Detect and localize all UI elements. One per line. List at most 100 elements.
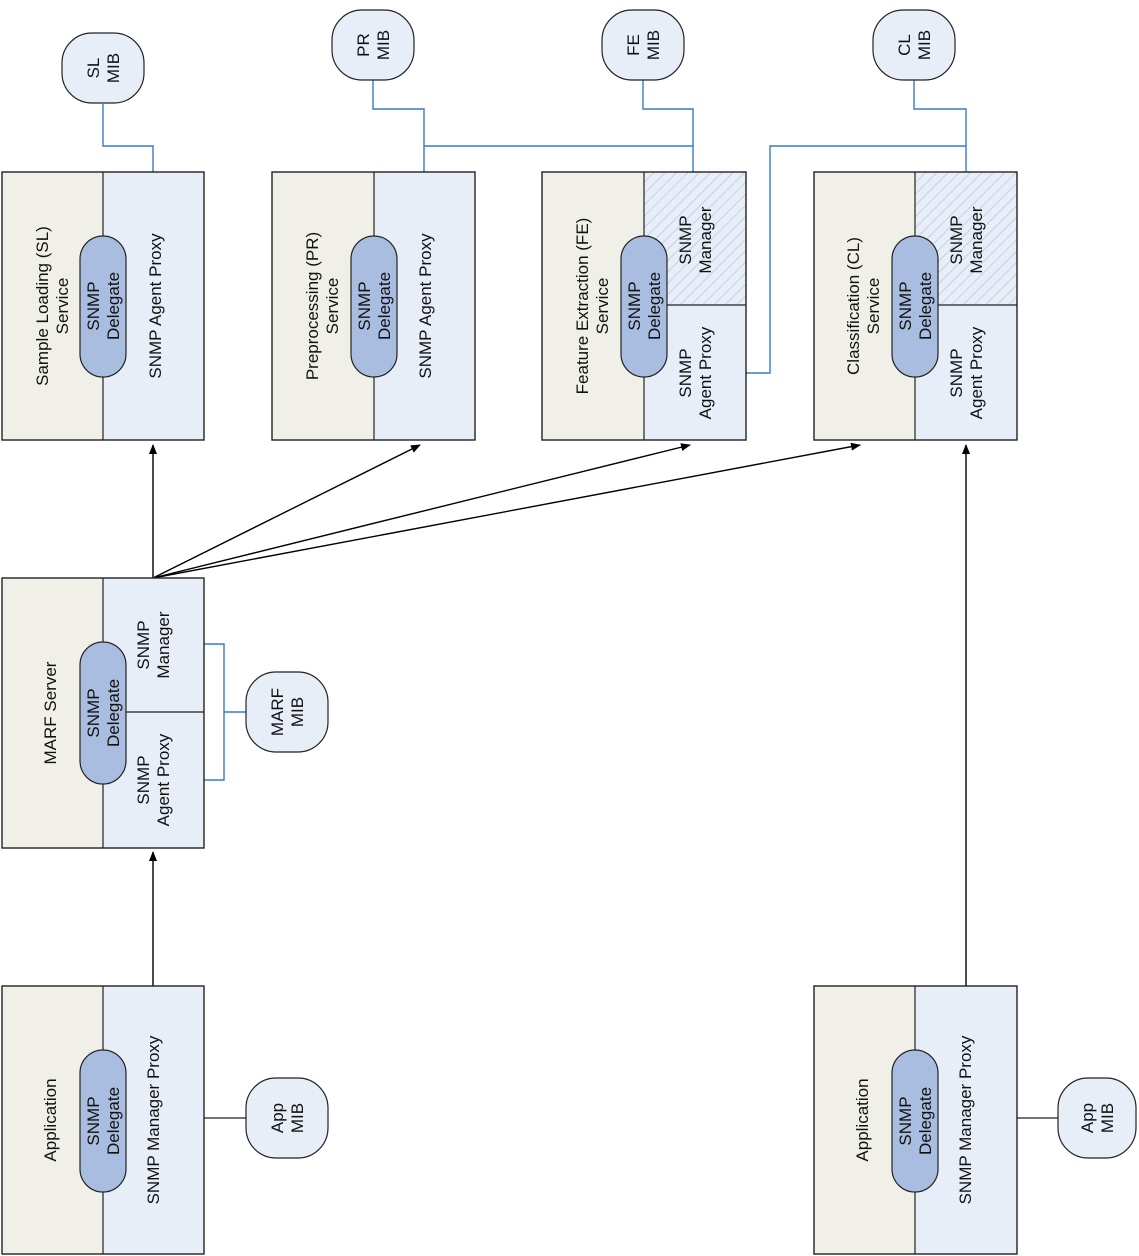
marf-delegate: SNMPDelegate (79, 641, 127, 785)
label-line: SNMP (355, 281, 374, 330)
label-line: SNMP (84, 1096, 103, 1145)
label-line: PR (354, 33, 373, 57)
marf-server-box: MARF Server SNMPDelegate SNMPManager SNM… (1, 577, 205, 849)
label-line: SL (84, 58, 103, 79)
label-line: Delegate (916, 272, 935, 340)
cl-service-title: Classification (CL)Service (844, 237, 883, 375)
label-line: MIB (644, 30, 663, 60)
cl-delegate: SNMPDelegate (891, 235, 939, 378)
app1-manager-proxy: SNMP Manager Proxy (144, 1035, 163, 1204)
label-line: Service (593, 278, 612, 335)
label-line: Manager (154, 611, 173, 678)
marf-agent-proxy: SNMPAgent Proxy (134, 733, 173, 826)
label-line: Feature Extraction (FE) (573, 218, 592, 395)
label-line: Service (323, 278, 342, 335)
pr-mib: PRMIB (331, 9, 415, 81)
pr-service-title: Preprocessing (PR)Service (303, 232, 342, 380)
request-arrows (149, 442, 970, 986)
fe-delegate-label: SNMPDelegate (625, 272, 664, 340)
fe-delegate: SNMPDelegate (620, 235, 668, 378)
label-line: SNMP (676, 348, 695, 397)
label-line: Delegate (375, 272, 394, 340)
label-line: Service (864, 278, 883, 335)
label-line: Delegate (104, 272, 123, 340)
marf-mib-connector (204, 643, 225, 781)
pr-agent-proxy: SNMP Agent Proxy (416, 233, 435, 379)
label-line: MIB (104, 53, 123, 83)
pr-mib-label: PRMIB (354, 30, 393, 60)
app1-box: Application SNMPDelegate SNMP Manager Pr… (1, 985, 205, 1255)
label-line: Manager (967, 206, 986, 273)
app2-delegate: SNMPDelegate (891, 1049, 939, 1193)
label-line: App (268, 1103, 287, 1133)
pr-service-box: Preprocessing (PR)Service SNMPDelegate S… (271, 171, 476, 441)
label-line: SNMP (896, 1096, 915, 1145)
cl-service-box: Classification (CL)Service SNMPDelegate … (813, 171, 1018, 441)
marf-snmp-manager: SNMPManager (134, 611, 173, 678)
app2-mib: AppMIB (1057, 1077, 1137, 1159)
app2-delegate-label: SNMPDelegate (896, 1087, 935, 1155)
label-line: Agent Proxy (154, 733, 173, 826)
label-line: Application (41, 1078, 60, 1161)
sl-delegate: SNMPDelegate (79, 235, 127, 378)
label-line: SNMP (947, 348, 966, 397)
label-line: MARF Server (41, 661, 60, 764)
label-line: MIB (374, 30, 393, 60)
fe-mib-label: FEMIB (624, 30, 663, 60)
label-line: SNMP (676, 215, 695, 264)
app1-delegate-label: SNMPDelegate (84, 1087, 123, 1155)
marf-to-pr-arrow (152, 444, 421, 579)
label-line: Service (53, 278, 72, 335)
label-line: Classification (CL) (844, 237, 863, 375)
app1-title: Application (41, 1078, 60, 1161)
fe-service-title: Feature Extraction (FE)Service (573, 218, 612, 395)
app2-manager-proxy: SNMP Manager Proxy (956, 1035, 975, 1204)
fe-service-box: Feature Extraction (FE)Service SNMPDeleg… (541, 171, 747, 441)
fe-agent-proxy: SNMPAgent Proxy (676, 326, 715, 419)
pr-delegate: SNMPDelegate (350, 235, 398, 378)
label-line: SNMP Manager Proxy (144, 1035, 163, 1204)
label-line: Application (853, 1078, 872, 1161)
label-line: SNMP Agent Proxy (146, 233, 165, 379)
label-line: Manager (696, 206, 715, 273)
cl-agent-proxy: SNMPAgent Proxy (947, 326, 986, 419)
marf-mib-label: MARFMIB (268, 688, 307, 736)
label-line: SNMP (896, 281, 915, 330)
fe-proxy-cl-connector (746, 145, 967, 374)
cl-mib-label: CLMIB (895, 30, 934, 60)
label-line: FE (624, 34, 643, 56)
marf-delegate-label: SNMPDelegate (84, 679, 123, 747)
sl-service-box: Sample Loading (SL)Service SNMPDelegate … (1, 171, 205, 441)
app2-title: Application (853, 1078, 872, 1161)
label-line: SNMP (625, 281, 644, 330)
label-line: SNMP Agent Proxy (416, 233, 435, 379)
pr-delegate-label: SNMPDelegate (355, 272, 394, 340)
label-line: Delegate (916, 1087, 935, 1155)
marf-to-fe-arrow (152, 443, 691, 579)
sl-service-title: Sample Loading (SL)Service (33, 226, 72, 386)
mib-connectors (102, 80, 967, 781)
marf-to-cl-arrow (152, 442, 861, 579)
label-line: Delegate (645, 272, 664, 340)
cl-delegate-label: SNMPDelegate (896, 272, 935, 340)
sl-delegate-label: SNMPDelegate (84, 272, 123, 340)
fe-mib: FEMIB (601, 9, 685, 81)
label-line: SNMP (84, 688, 103, 737)
cl-mib: CLMIB (872, 9, 956, 81)
label-line: SNMP (134, 755, 153, 804)
label-line: SNMP (84, 281, 103, 330)
label-line: MIB (1098, 1103, 1117, 1133)
sl-mib: SLMIB (61, 32, 145, 104)
sl-mib-connector (102, 104, 154, 172)
app2-mib-label: AppMIB (1078, 1103, 1117, 1133)
label-line: SNMP (134, 620, 153, 669)
label-line: MIB (288, 1103, 307, 1133)
label-line: Agent Proxy (696, 326, 715, 419)
app2-box: Application SNMPDelegate SNMP Manager Pr… (813, 985, 1018, 1255)
app1-mib-label: AppMIB (268, 1103, 307, 1133)
label-line: App (1078, 1103, 1097, 1133)
cl-snmp-manager: SNMPManager (947, 206, 986, 273)
label-line: MIB (915, 30, 934, 60)
app1-mib: AppMIB (245, 1077, 329, 1159)
